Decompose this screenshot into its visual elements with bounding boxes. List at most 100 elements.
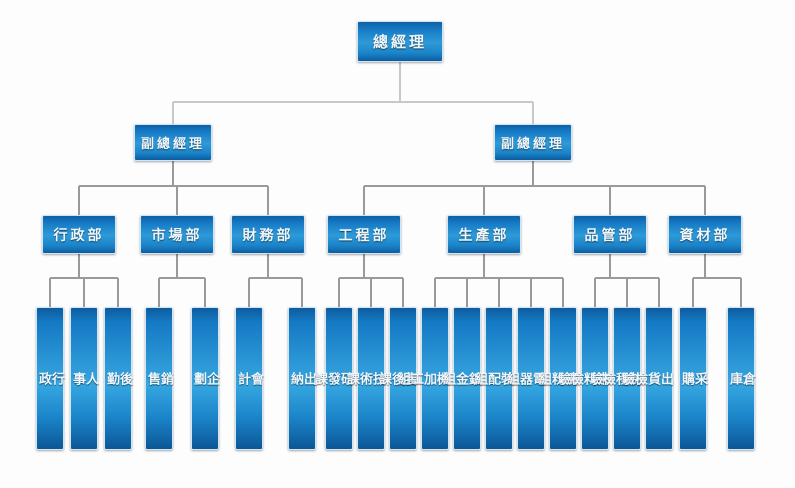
connector-horizontal [364,185,705,187]
node-label: 副總經理 [140,137,205,152]
connector-vertical [434,278,436,307]
node-department-1[interactable]: 行政部 [42,215,116,254]
connector-vertical [172,161,174,186]
connector-vertical [49,278,51,307]
node-label: 電器組 [504,372,545,385]
connector-vertical [117,278,119,307]
connector-horizontal [79,185,268,187]
node-general-manager[interactable]: 總經理 [357,21,443,62]
node-label: 裝配組 [472,372,513,385]
node-department-2[interactable]: 市場部 [140,215,214,254]
connector-vertical [658,278,660,307]
connector-horizontal [693,277,741,279]
node-label: 出納 [288,372,316,385]
connector-vertical [248,278,250,307]
node-unit-20[interactable]: 倉庫 [727,307,755,450]
node-department-7[interactable]: 資材部 [668,215,742,254]
node-deputy-general-manager-1[interactable]: 副總經理 [134,124,212,161]
connector-vertical [532,161,534,186]
connector-vertical [267,186,269,215]
connector-horizontal [173,101,533,103]
node-label: 來料檢驗 [555,372,609,385]
node-unit-3[interactable]: 後勤 [104,307,132,450]
connector-vertical [692,278,694,307]
connector-vertical [609,186,611,215]
node-label: 機加工組 [395,372,449,385]
node-unit-18[interactable]: 出貨檢驗 [619,307,673,450]
node-label: 倉庫 [727,372,755,385]
node-unit-9[interactable]: 技術課 [344,307,385,450]
connector-vertical [626,278,628,307]
connector-vertical [466,278,468,307]
node-unit-1[interactable]: 行政 [36,307,64,450]
connector-horizontal [159,277,205,279]
node-label: 售後課 [376,372,417,385]
node-unit-6[interactable]: 會計 [235,307,263,450]
node-department-3[interactable]: 財務部 [231,215,305,254]
node-label: 生產部 [458,227,510,244]
node-label: 采購 [679,372,707,385]
node-label: 企劃 [191,372,219,385]
node-label: 財務部 [242,227,294,244]
node-unit-14[interactable]: 電器組 [504,307,545,450]
node-label: 資材部 [679,227,731,244]
connector-vertical [609,254,611,278]
connector-vertical [172,102,174,124]
node-label: 銷售 [145,372,173,385]
node-unit-17[interactable]: 制程檢驗 [587,307,641,450]
connector-vertical [498,278,500,307]
node-label: 市場部 [151,227,203,244]
connector-vertical [78,186,80,215]
node-label: 行政 [36,372,64,385]
node-unit-12[interactable]: 鈑金組 [440,307,481,450]
node-deputy-general-manager-2[interactable]: 副總經理 [494,124,572,161]
connector-vertical [483,186,485,215]
connector-vertical [363,186,365,215]
node-label: 技術課 [344,372,385,385]
node-unit-16[interactable]: 來料檢驗 [555,307,609,450]
connector-vertical [594,278,596,307]
node-label: 人事 [70,372,98,385]
connector-vertical [532,102,534,124]
connector-vertical [301,278,303,307]
node-label: 噴粉組 [536,372,577,385]
node-department-6[interactable]: 品管部 [573,215,647,254]
node-unit-2[interactable]: 人事 [70,307,98,450]
connector-vertical [562,278,564,307]
connector-vertical [483,254,485,278]
connector-vertical [83,278,85,307]
node-unit-8[interactable]: 研發課 [312,307,353,450]
node-label: 出貨檢驗 [619,372,673,385]
connector-vertical [267,254,269,278]
node-label: 鈑金組 [440,372,481,385]
node-unit-5[interactable]: 企劃 [191,307,219,450]
connector-vertical [370,278,372,307]
connector-vertical [158,278,160,307]
connector-vertical [740,278,742,307]
node-unit-11[interactable]: 機加工組 [395,307,449,450]
node-label: 副總經理 [500,137,565,152]
node-department-4[interactable]: 工程部 [327,215,401,254]
node-unit-13[interactable]: 裝配組 [472,307,513,450]
node-label: 行政部 [53,227,105,244]
connector-vertical [399,62,401,102]
connector-vertical [176,186,178,215]
node-label: 工程部 [338,227,390,244]
node-unit-4[interactable]: 銷售 [145,307,173,450]
connector-vertical [704,254,706,278]
node-unit-10[interactable]: 售後課 [376,307,417,450]
connector-vertical [78,254,80,278]
connector-vertical [338,278,340,307]
connector-vertical [704,186,706,215]
node-unit-7[interactable]: 出納 [288,307,316,450]
connector-vertical [204,278,206,307]
node-unit-19[interactable]: 采購 [679,307,707,450]
connector-vertical [402,278,404,307]
connector-vertical [530,278,532,307]
connector-vertical [176,254,178,278]
node-label: 研發課 [312,372,353,385]
node-department-5[interactable]: 生產部 [447,215,521,254]
connector-vertical [363,254,365,278]
node-unit-15[interactable]: 噴粉組 [536,307,577,450]
